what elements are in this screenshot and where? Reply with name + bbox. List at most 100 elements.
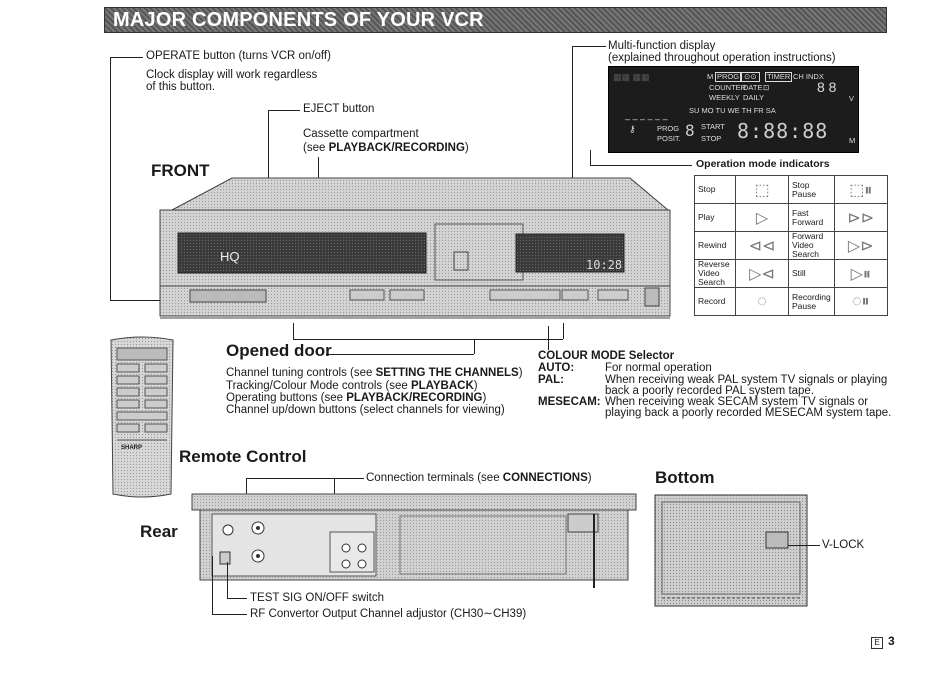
display-dashes: – – – – – – [625,114,668,124]
opmode-rec-pause-label: Recording Pause [788,287,835,316]
display-time-digits: 8:88:88 [737,119,829,143]
opmode-fvs-label: Forward Video Search [788,231,835,260]
display-counter: COUNTER [709,83,747,92]
vlock-leader [788,545,820,546]
remote-control-illustration [110,336,174,498]
rfconv-leader-h [212,614,247,615]
rfconv-leader-v [212,556,213,614]
display-date: DATE [743,83,763,92]
display-m: M [707,72,714,81]
connection-label: Connection terminals (see CONNECTIONS) [366,472,592,484]
multifunction-leader-v [572,46,573,256]
display-tape-icon: ⊙⊙ [741,72,760,82]
opmode-ff-label: Fast Forward [788,203,835,232]
operate-leader-end [110,300,202,301]
colour-pal-text-2: back a poorly recorded PAL system tape. [605,385,815,397]
operate-note-1: Clock display will work regardless [146,69,318,81]
bottom-heading: Bottom [655,468,715,487]
multifunction-note: (explained throughout operation instruct… [608,52,836,64]
opmode-record-label: Record [694,287,736,316]
remote-brand: SHARP [121,445,143,451]
fast-forward-indicator-icon: ⊳⊳ [833,203,888,232]
multifunction-label: Multi-function display [608,40,716,52]
colour-mode-heading: COLOUR MODE Selector [538,350,675,362]
forward-search-indicator-icon: ▷⊳ [833,231,888,260]
opened-door-heading: Opened door [226,341,332,360]
cassette-label: Cassette compartment [303,128,419,140]
connection-bracket-right [334,478,335,494]
stop-pause-indicator-icon: ⬚⏸ [833,175,888,204]
table-row: Record ◌ Recording Pause ◌⏸ [694,287,888,316]
display-small-digit: 8 [685,121,696,140]
colour-pal-text-1: When receiving weak PAL system TV signal… [605,374,888,386]
opmode-stop-label: Stop [694,175,736,204]
display-posit: POSIT. [657,134,681,143]
display-suffix-v: V [849,94,855,103]
vcr-front-illustration [159,177,671,319]
table-row: Reverse Video Search ▷⊲ Still ▷⏸ [694,259,888,288]
door-bracket-bottom [293,339,563,340]
display-timer-box: TIMER [765,72,793,82]
door-line-2: Tracking/Colour Mode controls (see PLAYB… [226,380,478,392]
testsig-leader-h [227,598,247,599]
record-indicator-icon: ◌ [735,287,789,316]
vcr-bottom-illustration [654,494,808,607]
reverse-search-indicator-icon: ▷⊲ [735,259,789,288]
multifunction-display: ▦▦ ▦▦ M PROG ⊙⊙ TIMER CH INDX COUNTER DA… [608,66,859,153]
display-weekly: WEEKLY [709,93,740,102]
door-line-3: Operating buttons (see PLAYBACK/RECORDIN… [226,392,487,404]
operate-leader-v [110,57,111,300]
connection-bracket-top [246,478,364,479]
opmode-leader-v [590,150,591,166]
opmode-leader-h [590,165,692,166]
door-bracket-right [563,323,564,339]
display-prog-box: PROG [715,72,742,82]
colour-mesecam-text-1: When receiving weak SECAM system TV sign… [605,396,869,408]
opmode-heading: Operation mode indicators [696,158,830,170]
testsig-label: TEST SIG ON/OFF switch [250,592,384,604]
connection-bracket-left [246,478,247,494]
display-j-icon: ⊡ [763,83,770,92]
opmode-still-label: Still [788,259,835,288]
remote-control-heading: Remote Control [179,447,307,466]
door-leader [326,354,474,355]
table-row: Stop ⬚ Stop Pause ⬚⏸ [694,175,888,204]
opmode-rvs-label: Reverse Video Search [694,259,736,288]
opmode-table: Stop ⬚ Stop Pause ⬚⏸ Play ▷ Fast Forward… [694,175,888,316]
display-segments: ▦▦ ▦▦ [613,72,650,82]
colour-mesecam-text-2: playing back a poorly recorded MESECAM s… [605,407,892,419]
display-start: START [701,122,725,131]
still-indicator-icon: ▷⏸ [833,259,888,288]
rewind-indicator-icon: ⊲⊲ [735,231,789,260]
operate-note-2: of this button. [146,81,216,93]
display-prog: PROG [657,124,680,133]
door-bracket-left [293,323,294,339]
eject-label: EJECT button [303,103,375,115]
opmode-rewind-label: Rewind [694,231,736,260]
display-suffix-m: M [849,136,856,145]
vcr-rear-illustration [191,493,637,588]
key-icon: ⚷ [629,124,636,134]
stop-indicator-icon: ⬚ [735,175,789,204]
page-title: MAJOR COMPONENTS OF YOUR VCR [113,9,484,31]
front-clock: 10:28 [586,258,623,272]
table-row: Play ▷ Fast Forward ⊳⊳ [694,203,888,232]
display-channel-digits: 8 8 [817,79,837,95]
play-indicator-icon: ▷ [735,203,789,232]
colour-auto-label: AUTO: [538,362,575,374]
colour-auto-text: For normal operation [605,362,712,374]
eject-leader-h [268,110,300,111]
title-banner: MAJOR COMPONENTS OF YOUR VCR [104,7,887,33]
table-row: Rewind ⊲⊲ Forward Video Search ▷⊳ [694,231,888,260]
colour-mesecam-label: MESECAM: [538,396,601,408]
opmode-play-label: Play [694,203,736,232]
display-ch-indx: CH INDX [793,72,824,81]
rfconv-label: RF Convertor Output Channel adjustor (CH… [250,608,527,620]
operate-label: OPERATE button (turns VCR on/off) [146,50,331,62]
door-bracket-drop [474,339,475,354]
front-heading: FRONT [151,161,210,180]
opmode-stop-pause-label: Stop Pause [788,175,835,204]
door-line-4: Channel up/down buttons (select channels… [226,404,505,416]
record-pause-indicator-icon: ◌⏸ [833,287,888,316]
display-daily: DAILY [743,93,765,102]
